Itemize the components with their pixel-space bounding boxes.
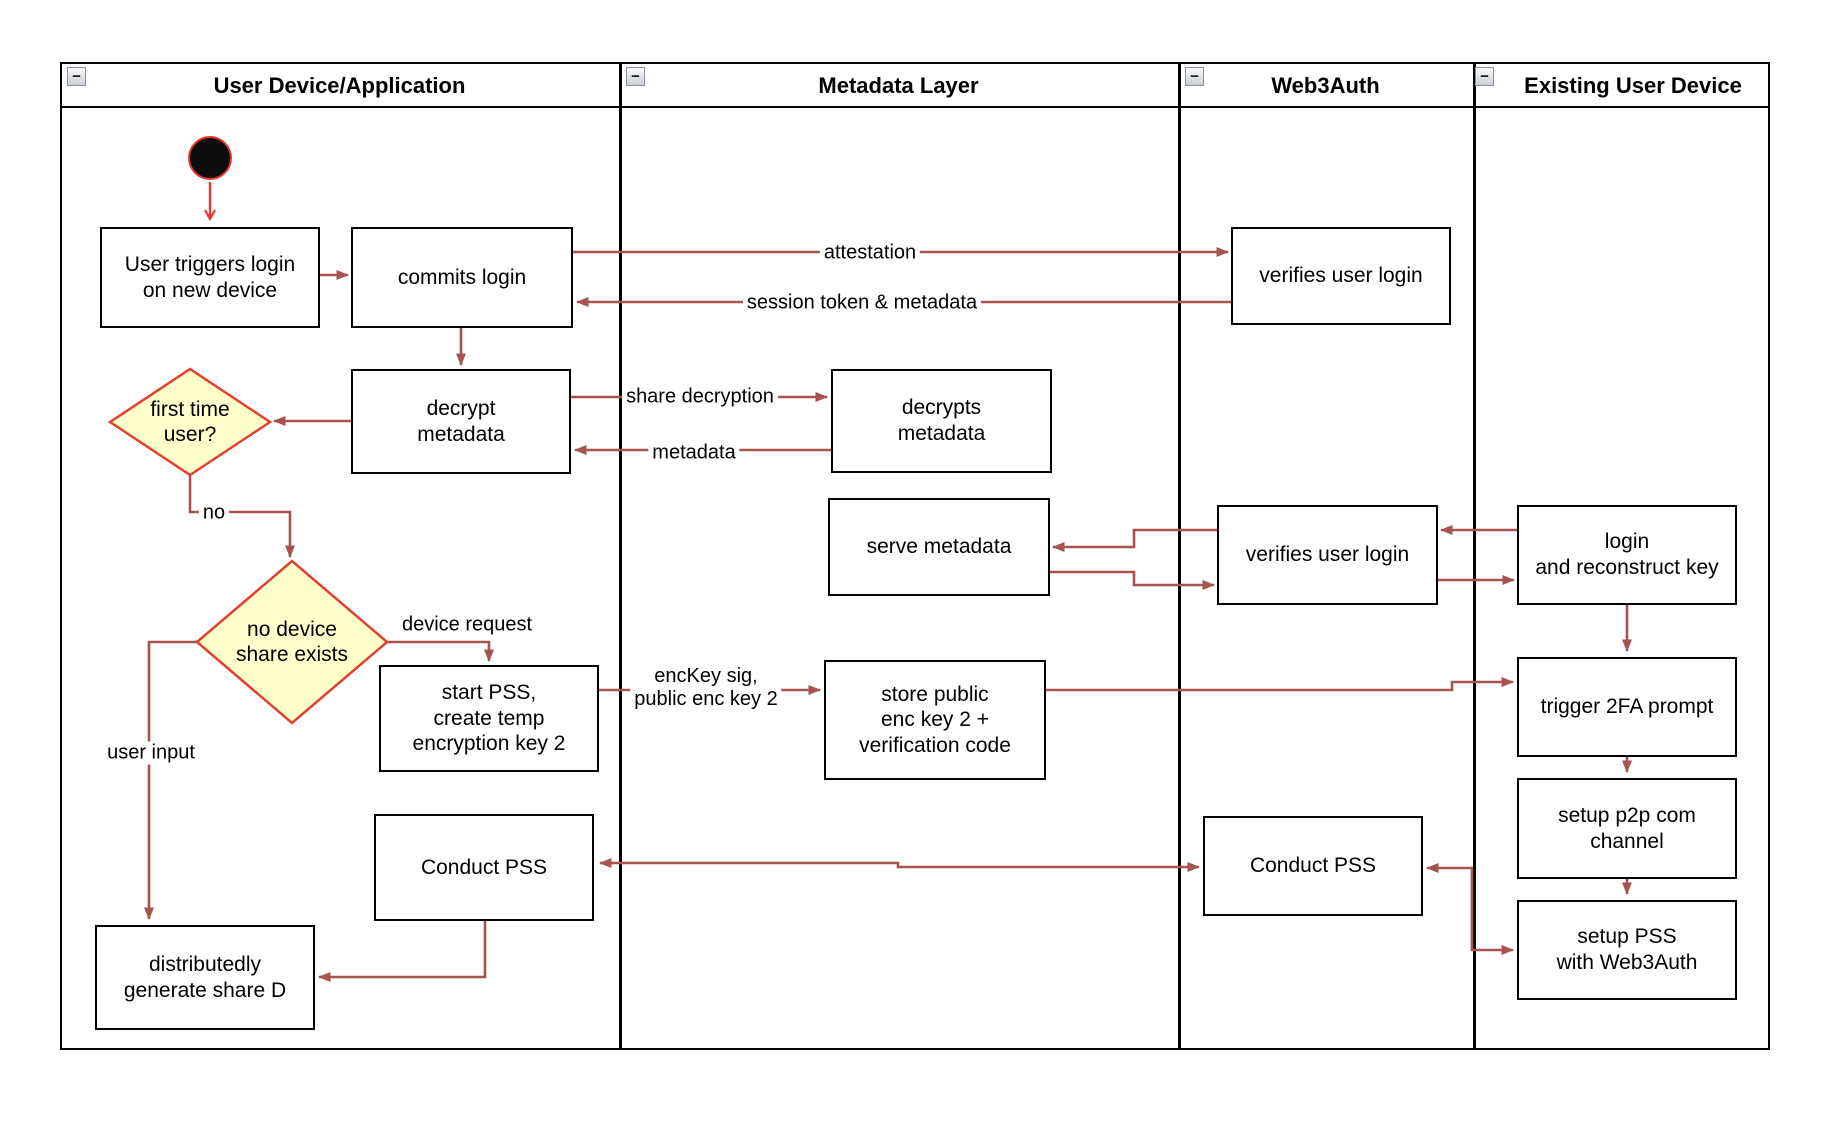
node-user-triggers-login[interactable]: User triggers login on new device	[100, 227, 320, 328]
node-store-public-key[interactable]: store public enc key 2 + verification co…	[824, 660, 1046, 780]
lane-header-web3auth: Web3Auth	[1271, 73, 1380, 98]
edge-serve-to-verifies	[1050, 570, 1215, 590]
node-start-pss[interactable]: start PSS, create temp encryption key 2	[379, 665, 599, 772]
node-setup-pss[interactable]: setup PSS with Web3Auth	[1517, 900, 1737, 1000]
collapse-lane-icon[interactable]: −	[1475, 67, 1494, 86]
edge-user-input	[144, 640, 197, 920]
lane-header-existing-device: Existing User Device	[1524, 73, 1742, 98]
lane-divider-3	[1473, 62, 1476, 1050]
collapse-lane-icon[interactable]: −	[1185, 67, 1204, 86]
edge-setuppss-conductpss	[1426, 863, 1514, 955]
node-verifies-user-login-2[interactable]: verifies user login	[1217, 505, 1438, 605]
lane-divider-1	[619, 62, 622, 1050]
node-verifies-user-login-1[interactable]: verifies user login	[1231, 227, 1451, 325]
node-commits-login[interactable]: commits login	[351, 227, 573, 328]
node-serve-metadata[interactable]: serve metadata	[828, 498, 1050, 596]
node-conduct-pss-user[interactable]: Conduct PSS	[374, 814, 594, 921]
edge-label-attestation: attestation	[819, 241, 921, 265]
edge-store-to-2fa	[1046, 677, 1514, 692]
edge-label-enckey: encKey sig, public enc key 2	[630, 665, 782, 711]
edge-label-metadata: metadata	[648, 441, 740, 465]
collapse-lane-icon[interactable]: −	[67, 67, 86, 86]
edge-no-branch	[188, 475, 295, 558]
decision-first-time-user-label: first time user?	[150, 397, 230, 446]
node-login-reconstruct-key[interactable]: login and reconstruct key	[1517, 505, 1737, 605]
start-node[interactable]	[188, 136, 232, 180]
node-decrypt-metadata[interactable]: decrypt metadata	[351, 369, 571, 474]
node-decrypts-metadata[interactable]: decrypts metadata	[831, 369, 1052, 473]
edge-label-no: no	[198, 501, 230, 525]
decision-first-time-user[interactable]	[107, 367, 273, 477]
decision-no-device-share-label: no device share exists	[235, 617, 349, 666]
collapse-lane-icon[interactable]: −	[626, 67, 645, 86]
edge-label-session-token: session token & metadata	[742, 291, 982, 315]
node-conduct-pss-web3auth[interactable]: Conduct PSS	[1203, 816, 1423, 916]
lane-header-metadata-layer: Metadata Layer	[818, 73, 979, 98]
edge-label-share-decryption: share decryption	[622, 385, 778, 409]
edge-label-device-request: device request	[397, 613, 537, 637]
edge-device-request	[387, 640, 494, 662]
lane-header-band	[60, 62, 1770, 108]
node-setup-p2p[interactable]: setup p2p com channel	[1517, 778, 1737, 879]
edge-conduct-to-generate	[318, 921, 487, 982]
node-trigger-2fa[interactable]: trigger 2FA prompt	[1517, 657, 1737, 757]
decision-no-device-share[interactable]	[195, 559, 389, 725]
edge-verifies-to-serve	[1052, 528, 1217, 552]
node-distributedly-generate[interactable]: distributedly generate share D	[95, 925, 315, 1030]
lane-header-user-device: User Device/Application	[213, 73, 466, 98]
edge-conductpss-link	[599, 858, 1200, 872]
edge-label-user-input: user input	[103, 741, 199, 765]
lane-divider-2	[1178, 62, 1181, 1050]
